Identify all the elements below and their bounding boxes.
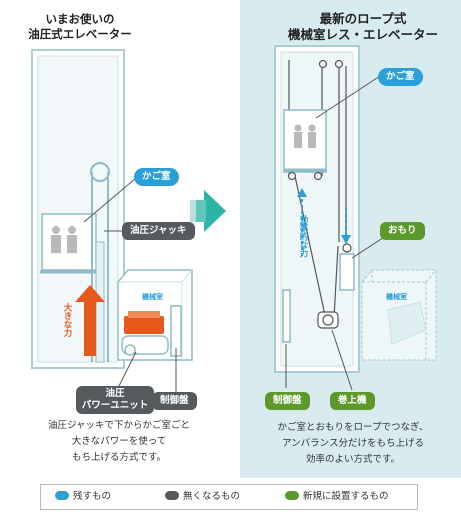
- rope-desc-line-1: かご室とおもりをロープでつなぎ、: [277, 422, 429, 433]
- hydraulic-cage-icon: [40, 213, 98, 274]
- legend-swatch-keep: [55, 491, 69, 500]
- rope-cage-tag: かご室: [378, 68, 423, 86]
- hydraulic-title-line-1: いまお使いの: [45, 12, 115, 26]
- force-label: 大きな力: [62, 303, 72, 337]
- transition-arrow-icon: [190, 190, 226, 232]
- power-unit-tag: 油圧 パワーユニット: [76, 386, 154, 414]
- legend-label-removed: 無くなるもの: [183, 491, 241, 502]
- hydraulic-control-panel-tag: 制御盤: [152, 392, 197, 410]
- removed-machine-room: [361, 269, 437, 361]
- rope-sheaves: [318, 59, 344, 69]
- efficient-force-arrow-icon: [297, 188, 351, 256]
- rope-title: 最新のロープ式 機械室レス・エレベーター: [268, 11, 458, 43]
- hydraulic-machine-room: [117, 269, 193, 361]
- legend-item-keep: 残すもの: [55, 490, 111, 504]
- hoist-icon: [317, 311, 339, 329]
- rope-desc-line-2: アンバランス分だけをもち上げる: [282, 438, 424, 449]
- hydraulic-machine-room-label: 機械室: [142, 293, 163, 301]
- hydraulic-desc-line-2: 大きなパワーを使って: [71, 436, 167, 447]
- hydraulic-description: 油圧ジャッキで下からかご室ごと 大きなパワーを使って もち上げる方式です。: [14, 418, 224, 466]
- hydraulic-title: いまお使いの 油圧式エレベーター: [20, 12, 140, 42]
- legend-item-removed: 無くなるもの: [165, 490, 240, 504]
- hydraulic-shaft: [31, 49, 125, 369]
- rope-control-panel-tag: 制御盤: [265, 392, 310, 410]
- counterweight-icon: [339, 243, 355, 291]
- rope-machine-room-label: 機械室: [386, 293, 407, 301]
- hydraulic-jack-tag: 油圧ジャッキ: [122, 222, 195, 240]
- rope-cage-icon: [283, 109, 327, 181]
- rope-control-panel-icon: [282, 289, 291, 343]
- hydraulic-desc-line-3: もち上げる方式です。: [71, 452, 167, 463]
- rope-title-line-1: 最新のロープ式: [319, 11, 407, 26]
- power-unit-line-2: パワーユニット: [81, 400, 149, 411]
- legend-swatch-new: [285, 491, 299, 500]
- legend-swatch-removed: [165, 491, 179, 500]
- hydraulic-leader-lines: [83, 177, 177, 392]
- force-arrow-icon: [75, 285, 105, 356]
- rope-leader-lines: [285, 75, 387, 391]
- rope-shaft: [274, 45, 360, 373]
- legend-item-new: 新規に設置するもの: [285, 490, 389, 504]
- legend-label-keep: 残すもの: [73, 491, 112, 502]
- efficient-force-label: 効率的な力: [298, 215, 308, 258]
- diagram-drawing: [31, 45, 437, 392]
- legend: 残すもの 無くなるもの 新規に設置するもの: [40, 484, 418, 510]
- hoist-tag: 巻上機: [330, 392, 375, 410]
- hydraulic-title-line-2: 油圧式エレベーター: [28, 27, 132, 41]
- legend-label-new: 新規に設置するもの: [303, 491, 389, 502]
- hydraulic-desc-line-1: 油圧ジャッキで下からかご室ごと: [47, 420, 191, 431]
- hydraulic-cage-tag: かご室: [134, 168, 179, 186]
- power-unit-line-1: 油圧: [105, 388, 125, 399]
- rope-title-line-2: 機械室レス・エレベーター: [287, 27, 438, 42]
- rope-desc-line-3: 効率のよい方式です。: [305, 454, 401, 465]
- rope-description: かご室とおもりをロープでつなぎ、 アンバランス分だけをもち上げる 効率のよい方式…: [246, 420, 460, 468]
- counterweight-tag: おもり: [380, 222, 425, 240]
